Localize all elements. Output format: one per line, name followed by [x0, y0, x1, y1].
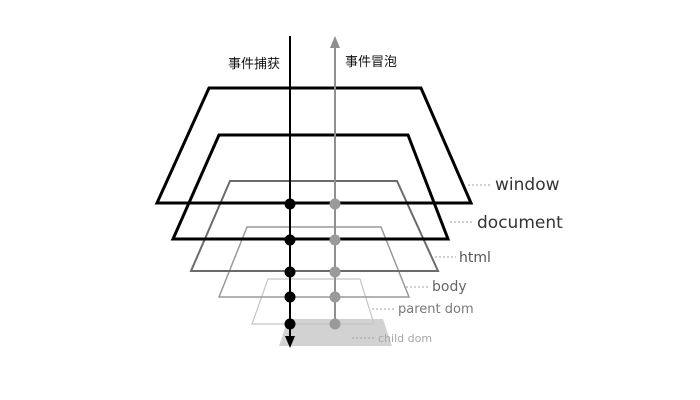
capture-dot-body: [284, 291, 296, 303]
capture-dot-window: [284, 198, 296, 210]
capture-arrowhead: [285, 336, 295, 348]
capture-dot-document: [284, 234, 296, 246]
layer-label-child-dom: child dom: [378, 332, 432, 345]
bubble-dot-document: [329, 234, 341, 246]
capture-label: 事件捕获: [228, 56, 280, 72]
layer-window-shape: [154, 86, 474, 205]
bubble-dot-parent-dom: [329, 318, 341, 330]
layer-label-parent-dom: parent dom: [398, 302, 474, 317]
layer-label-document: document: [477, 213, 563, 233]
layer-label-html: html: [459, 250, 491, 266]
layer-body-shape: [217, 226, 411, 298]
layer-label-body: body: [432, 279, 467, 295]
layer-label-window: window: [495, 175, 560, 195]
layer-parent-dom-shape: [251, 278, 375, 325]
bubble-dot-body: [329, 291, 341, 303]
layer-html-shape: [189, 180, 440, 272]
capture-dot-html: [284, 266, 296, 278]
layer-document-shape: [170, 133, 451, 241]
bubble-dot-html: [329, 266, 341, 278]
bubble-label: 事件冒泡: [345, 55, 397, 70]
bubble-dot-window: [329, 198, 341, 210]
capture-dot-parent-dom: [284, 318, 296, 330]
layer-child-dom-shape: [279, 319, 392, 346]
bubble-arrowhead: [330, 36, 340, 48]
